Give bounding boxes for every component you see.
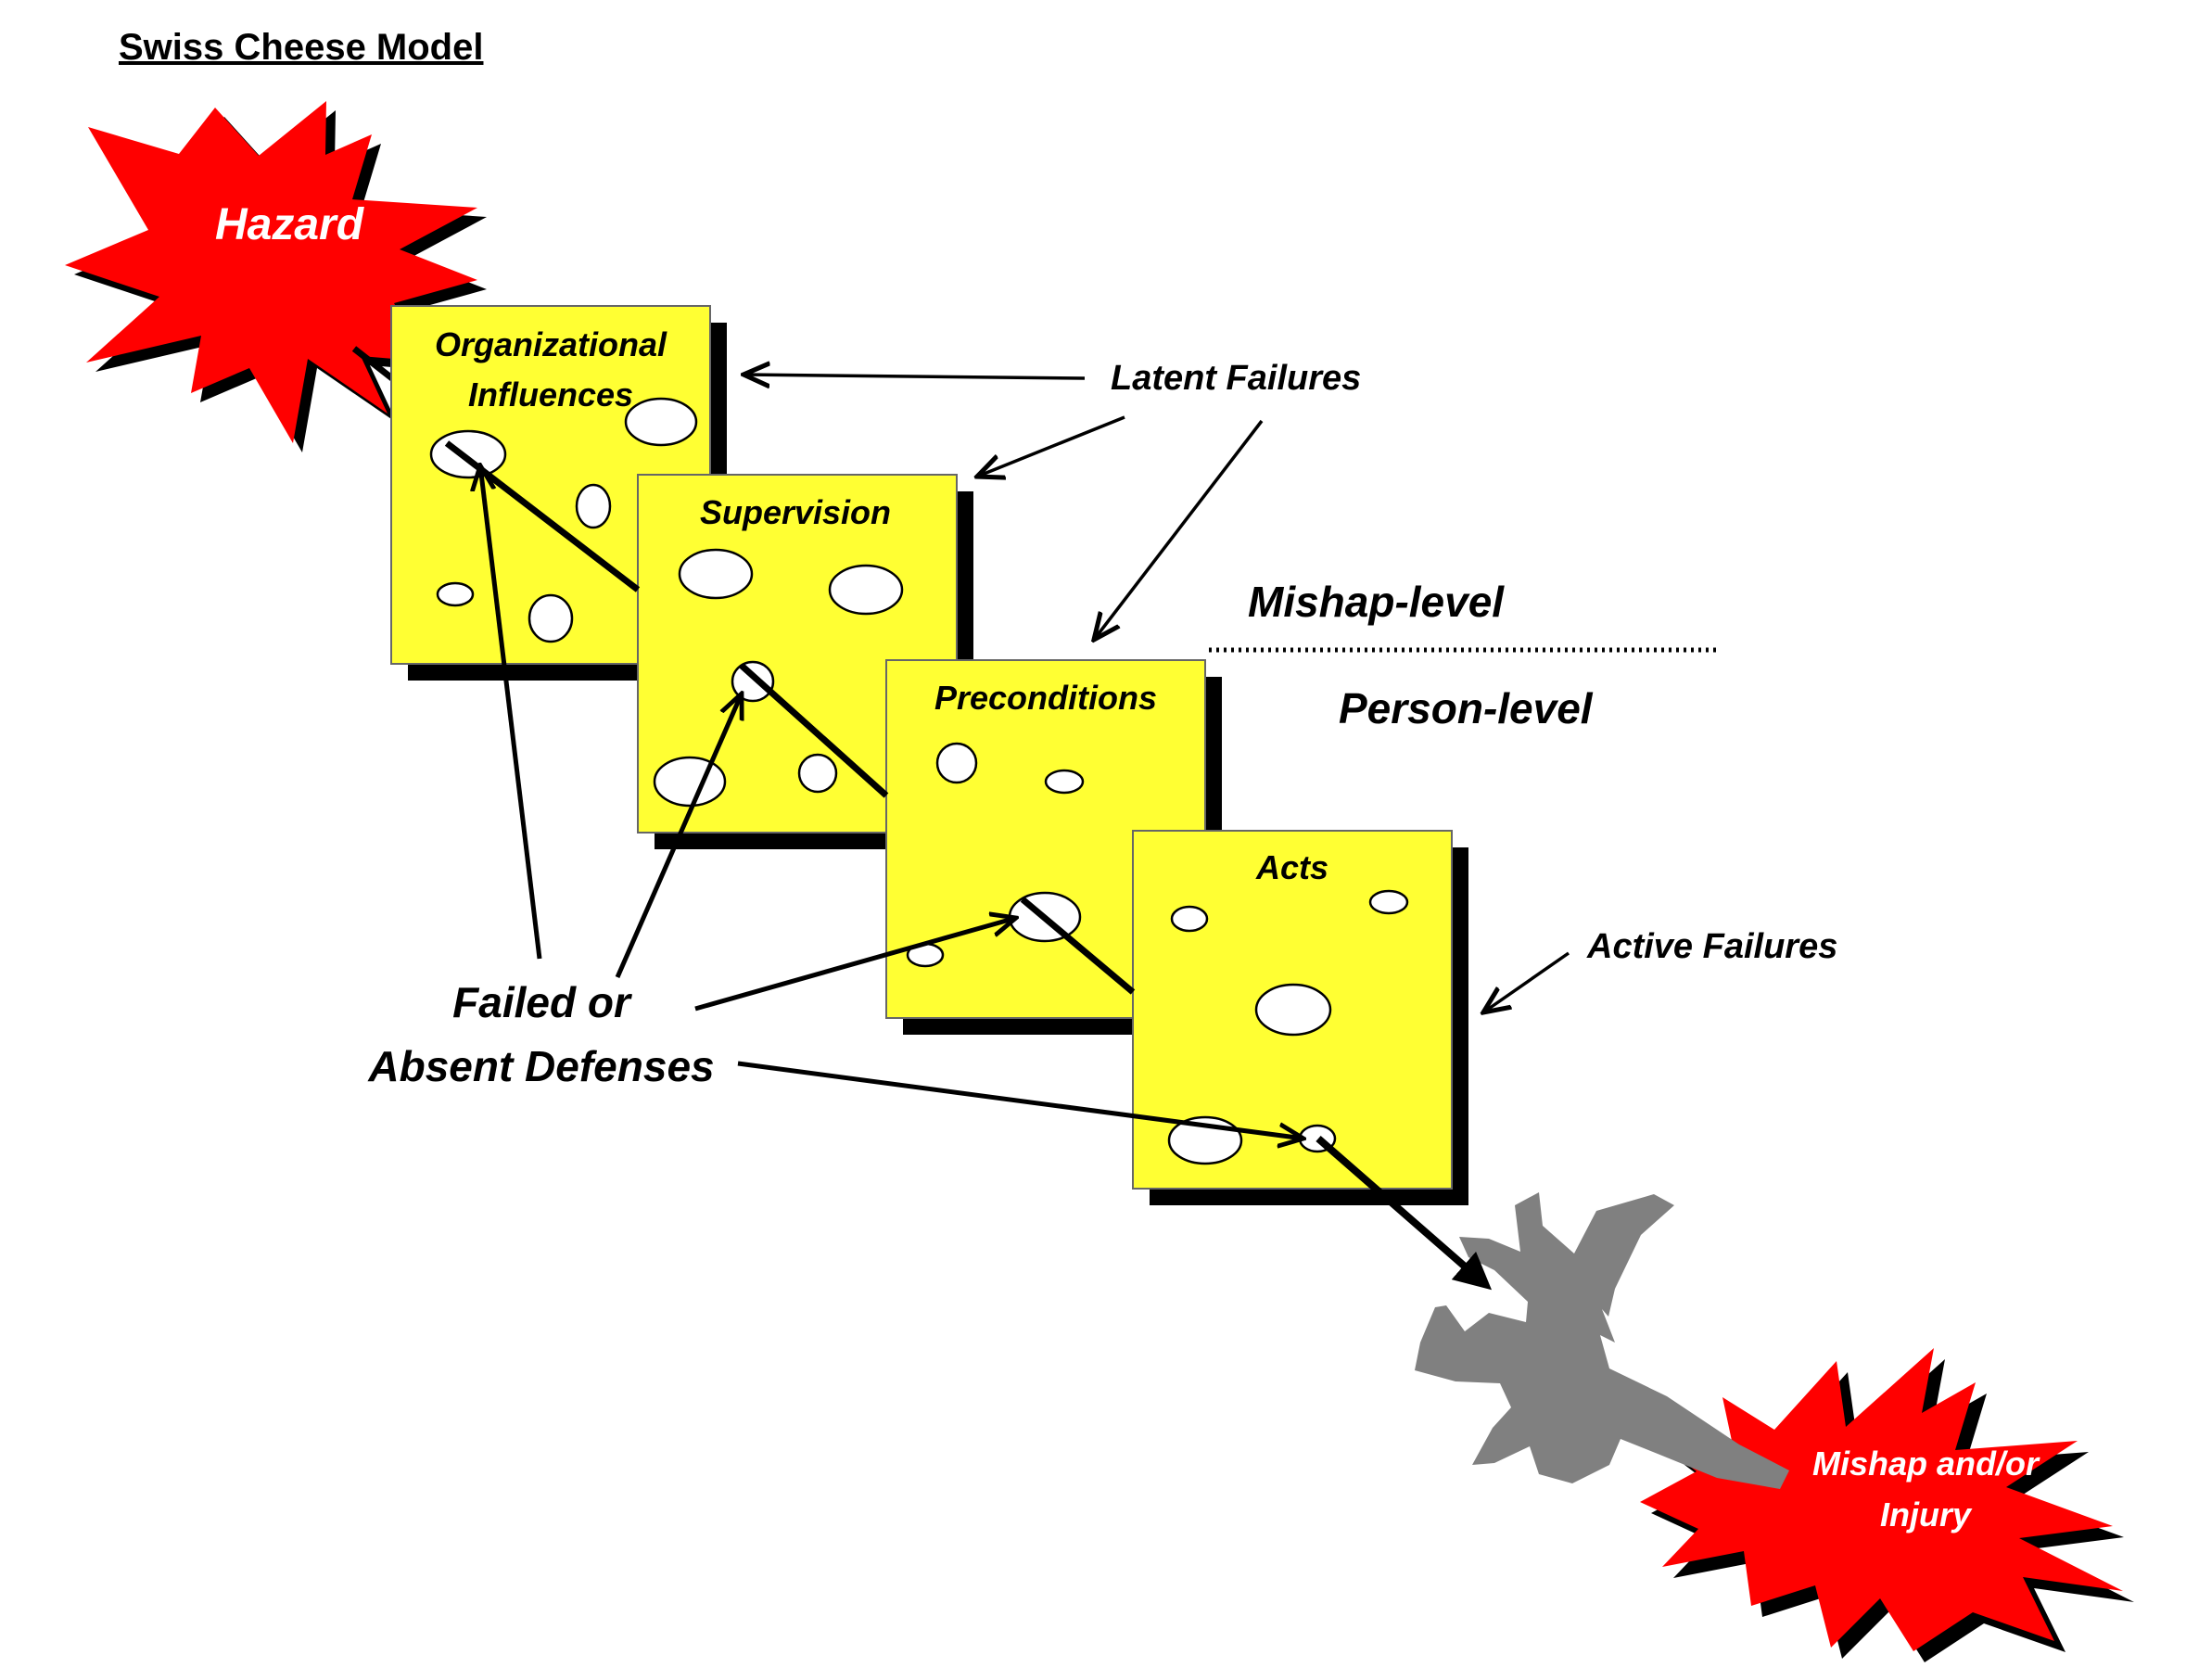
outcome-label-line2: Injury [1880,1495,1973,1534]
hazard-burst-shape [65,101,477,443]
slice-label: Acts [1255,848,1328,886]
cheese-hole [436,581,475,607]
outcome-label-line1: Mishap and/or [1812,1445,2040,1483]
cheese-hole [678,548,754,600]
cheese-hole [624,397,698,447]
failed-defenses-arrow [737,1061,1303,1139]
accident-exit-arrow [1316,1135,1493,1291]
cheese-hole [575,483,612,529]
slice-preconditions: Preconditions [885,659,1222,1035]
page-title: Swiss Cheese Model [119,27,483,68]
cheese-hole [1368,889,1409,915]
outcome-labels: Mishap and/or Injury [1812,1445,2040,1534]
active-failures-label: Active Failures [1586,927,1837,966]
active-failures-arrow [1483,951,1570,1012]
slice-acts: Acts [1132,830,1468,1205]
failed-defenses-label: Failed or [452,978,632,1026]
failed-defenses-label: Absent Defenses [367,1042,714,1090]
outcome-burst [1640,1348,2134,1662]
cheese-hole [429,429,507,479]
hazard-entry-line [351,346,400,385]
hazard-label: Hazard [215,200,365,249]
accident-trajectory-line [739,663,889,798]
cheese-hole [797,753,838,794]
slice-label: Supervision [700,493,891,531]
latent-failures-arrow [1094,419,1264,640]
cheese-hole [1254,983,1332,1037]
slice-label: Preconditions [934,679,1157,717]
cheese-hole [935,742,978,784]
cheese-hole [1170,905,1209,933]
hazard-burst: Hazard [65,101,487,452]
person-level-label: Person-level [1339,684,1594,732]
cheese-hole [528,593,574,643]
cheese-hole [653,756,727,808]
failed-defenses-arrow [615,694,742,979]
outcome-burst-shape [1640,1348,2123,1651]
slice-label: Organizational [435,325,667,363]
cheese-hole [1044,769,1085,795]
latent-failures-arrow [977,415,1125,477]
latent-failures-label: Latent Failures [1111,359,1361,398]
cheese-hole [828,564,904,616]
failed-defenses-arrow [694,918,1016,1012]
latent-failures-arrow [744,375,1086,378]
mishap-level-label: Mishap-level [1248,578,1505,626]
failed-defenses-arrow [480,465,542,960]
slice-label: Influences [468,375,633,414]
crashed-aircraft-icon [1415,1192,1789,1489]
accident-trajectory-line [1020,897,1136,995]
